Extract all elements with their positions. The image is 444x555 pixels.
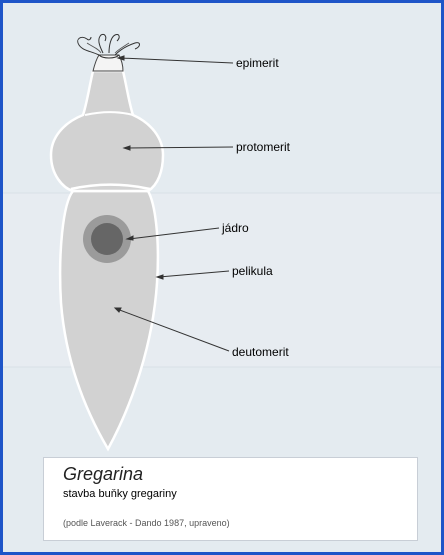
caption-box: Gregarina stavba buňky gregariny (podle …	[43, 457, 418, 541]
nucleus-inner	[91, 223, 123, 255]
caption-source: (podle Laverack - Dando 1987, upraveno)	[63, 518, 230, 528]
label-deutomerit: deutomerit	[232, 345, 289, 359]
label-protomerit: protomerit	[236, 140, 291, 154]
label-nucleus: jádro	[221, 221, 249, 235]
caption-title: Gregarina	[63, 464, 143, 485]
label-epimerit: epimerit	[236, 56, 279, 70]
label-pellicle: pelikula	[232, 264, 273, 278]
caption-subtitle: stavba buňky gregariny	[63, 488, 177, 500]
